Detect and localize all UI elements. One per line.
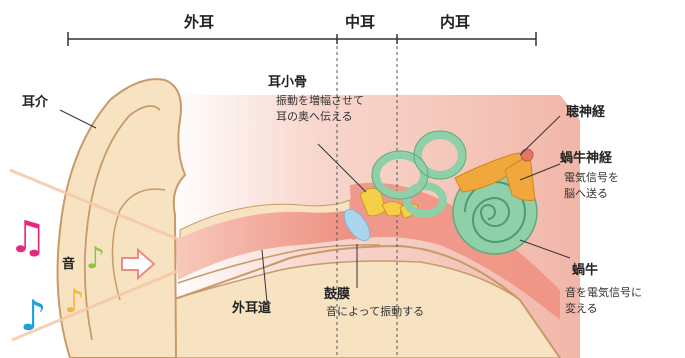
label-cochlear-nerve: 蝸牛神経 bbox=[560, 152, 612, 167]
label-ossicles: 耳小骨 bbox=[268, 76, 307, 91]
label-sound: 音 bbox=[62, 258, 75, 273]
label-eardrum-desc: 音によって振動する bbox=[326, 306, 424, 319]
section-bracket bbox=[68, 32, 536, 46]
label-pinna: 耳介 bbox=[22, 96, 48, 111]
label-eardrum: 鼓膜 bbox=[324, 288, 350, 303]
svg-text:♪: ♪ bbox=[20, 291, 47, 340]
label-cochlea: 蝸牛 bbox=[572, 264, 598, 279]
svg-text:♫: ♫ bbox=[8, 212, 47, 263]
svg-text:♪: ♪ bbox=[64, 282, 84, 320]
section-middle-ear: 中耳 bbox=[345, 14, 375, 31]
section-inner-ear: 内耳 bbox=[440, 14, 470, 31]
label-cochlea-desc-1: 音を電気信号に bbox=[565, 287, 642, 300]
label-ossicles-desc-1: 振動を増幅させて bbox=[276, 95, 364, 108]
label-ear-canal: 外耳道 bbox=[232, 302, 271, 317]
label-cochlear-nerve-desc-1: 電気信号を bbox=[564, 172, 619, 185]
label-ossicles-desc-2: 耳の奥へ伝える bbox=[276, 111, 353, 124]
label-cochlear-nerve-desc-2: 脳へ送る bbox=[564, 188, 608, 201]
section-outer-ear: 外耳 bbox=[184, 14, 214, 31]
label-cochlea-desc-2: 変える bbox=[565, 303, 598, 316]
label-auditory-nerve: 聴神経 bbox=[566, 106, 605, 121]
svg-text:♪: ♪ bbox=[86, 241, 105, 276]
